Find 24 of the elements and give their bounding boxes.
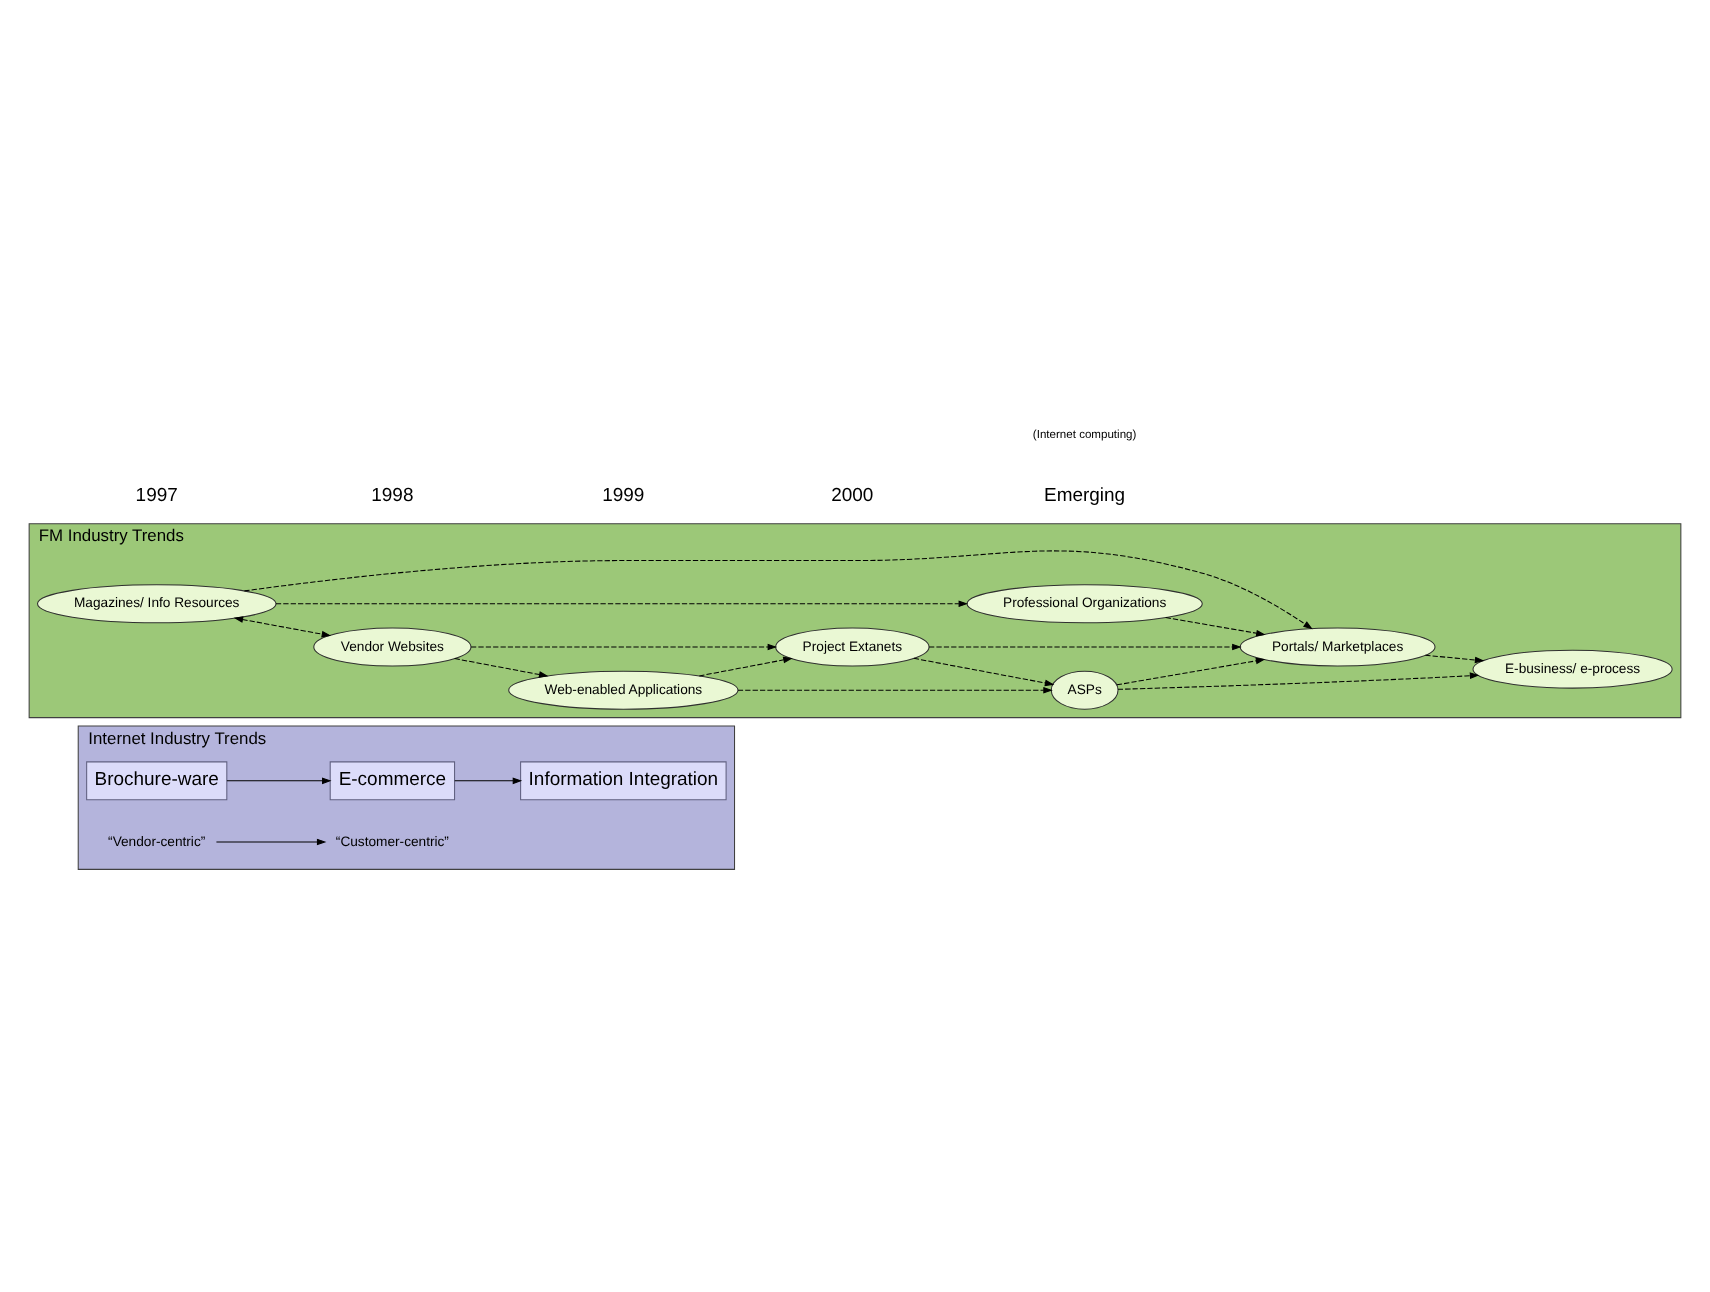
arrow <box>1116 656 1266 685</box>
arrow <box>1424 653 1485 663</box>
arrow <box>226 776 332 784</box>
arrow <box>928 642 1242 650</box>
arrow <box>1165 616 1266 636</box>
arrow <box>454 776 523 784</box>
label: 1997 <box>135 483 178 506</box>
node-box: Brochure-ware <box>86 760 228 800</box>
label: 1999 <box>602 483 645 506</box>
arrow <box>215 837 327 845</box>
label: 1998 <box>371 483 414 506</box>
arrow <box>233 615 332 637</box>
arrow <box>737 685 1053 693</box>
node-box: E-commerce <box>329 760 456 800</box>
arrow <box>698 655 793 676</box>
node-box: Information Integration <box>520 760 727 800</box>
arrow <box>470 642 778 650</box>
arrow <box>243 549 1313 629</box>
arrow <box>275 599 969 607</box>
label: 2000 <box>831 483 874 506</box>
arrow <box>913 656 1055 686</box>
label: Emerging <box>1044 483 1126 506</box>
arrow <box>1117 671 1480 689</box>
arrow <box>454 657 549 677</box>
